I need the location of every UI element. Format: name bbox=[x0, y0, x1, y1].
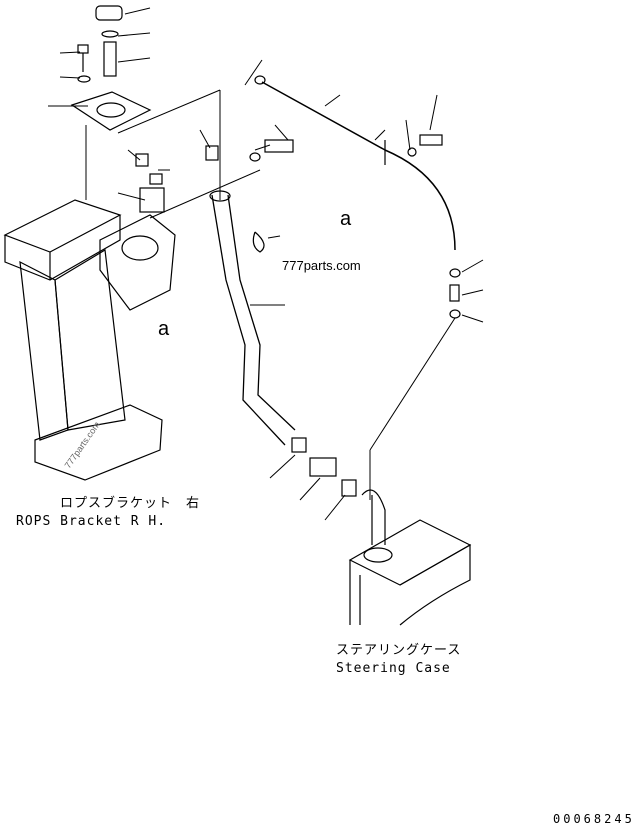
callout-a-dipstick: a bbox=[340, 208, 352, 230]
steering-case-label-en: Steering Case bbox=[336, 661, 451, 676]
dipstick bbox=[261, 81, 456, 251]
leader-lines bbox=[48, 7, 484, 521]
steering-case bbox=[348, 489, 472, 626]
steering-case-label-jp: ステアリングケース bbox=[336, 643, 462, 658]
callout-a-bracket: a bbox=[158, 318, 170, 340]
fasteners bbox=[70, 5, 461, 497]
rops-bracket bbox=[3, 199, 176, 481]
drawing-number: 00068245 bbox=[553, 812, 633, 826]
rops-bracket-label-en: ROPS Bracket R H. bbox=[16, 514, 167, 529]
watermark-text: 777parts.com bbox=[282, 258, 361, 273]
rops-bracket-label-jp: ロプスブラケット 右 bbox=[60, 496, 201, 511]
filler-tube bbox=[211, 194, 296, 446]
